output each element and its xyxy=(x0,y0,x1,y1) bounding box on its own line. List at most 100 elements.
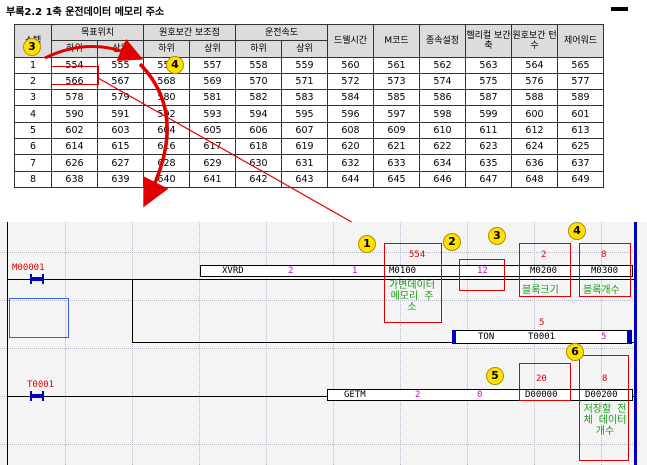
address-cell: 601 xyxy=(557,105,604,123)
address-cell: 574 xyxy=(419,72,466,91)
header-target-position: 목표위치 xyxy=(51,23,144,42)
xvrd-instruction-box[interactable] xyxy=(200,265,633,277)
badge-1: 1 xyxy=(358,235,376,253)
xvrd-addr-device: M0100 xyxy=(389,266,417,276)
address-cell: 629 xyxy=(189,154,236,172)
comment-variable-data-memory: 가변데이터 메모리 주소 xyxy=(389,280,435,313)
header-sub: 하위 xyxy=(235,40,282,58)
ton-right-marker xyxy=(627,330,631,344)
callout-box-1 xyxy=(384,243,442,323)
address-cell: 646 xyxy=(419,170,466,188)
arrow-step-size xyxy=(44,38,144,61)
address-cell: 641 xyxy=(189,170,236,188)
contact-m00001[interactable] xyxy=(30,274,44,284)
badge-5: 5 xyxy=(486,367,504,385)
right-power-rail xyxy=(634,222,637,465)
contact-m00001-label: M00001 xyxy=(12,263,45,273)
address-cell: 602 xyxy=(51,121,98,140)
contact-t0001[interactable] xyxy=(30,391,44,401)
address-cell: 608 xyxy=(327,121,374,140)
step-cell: 8 xyxy=(14,170,52,188)
address-cell: 595 xyxy=(281,105,328,123)
address-cell: 575 xyxy=(465,72,512,91)
comment-total-data-count: 저장할 전체 데이터 개수 xyxy=(583,404,627,437)
address-cell: 615 xyxy=(97,138,144,156)
address-cell: 627 xyxy=(97,154,144,172)
appendix-title: 부록2.2 1축 운전데이터 메모리 주소 xyxy=(6,7,165,18)
xvrd-param-2: 1 xyxy=(352,266,358,276)
address-cell: 644 xyxy=(327,170,374,188)
address-cell: 649 xyxy=(557,170,604,188)
address-cell: 621 xyxy=(373,138,420,156)
getm-instruction-box[interactable] xyxy=(327,389,633,401)
address-cell: 578 xyxy=(51,89,98,107)
memory-address-table: 스텝 목표위치 원호보간 보조점 운전속도 드웰시간 M코드 종속설정 헬리컬 … xyxy=(14,23,604,188)
address-cell: 583 xyxy=(281,89,328,107)
xvrd-addr-value: 554 xyxy=(409,250,426,260)
callout-box-5 xyxy=(519,363,571,401)
xvrd-param-1: 2 xyxy=(288,266,294,276)
xvrd-bs-value: 2 xyxy=(541,250,547,260)
address-cell: 630 xyxy=(235,154,282,172)
address-cell: 599 xyxy=(465,105,512,123)
header-speed: 운전속도 xyxy=(235,23,328,42)
getm-d-device: D00000 xyxy=(525,390,558,400)
badge-2: 2 xyxy=(443,233,461,251)
step-cell: 7 xyxy=(14,154,52,172)
ton-timer-device: T0001 xyxy=(528,332,556,342)
badge-4-table: 4 xyxy=(166,56,184,74)
address-cell: 554 xyxy=(51,56,98,74)
callout-box-2 xyxy=(459,259,505,291)
badge-3: 3 xyxy=(488,227,506,245)
selection-cursor[interactable] xyxy=(9,298,69,338)
table-viewport: 스텝 목표위치 원호보간 보조점 운전속도 드웰시간 M코드 종속설정 헬리컬 … xyxy=(0,0,647,202)
badge-3-table: 3 xyxy=(23,38,41,56)
address-cell: 626 xyxy=(51,154,98,172)
address-cell: 564 xyxy=(511,56,558,74)
callout-box-3 xyxy=(519,243,571,297)
xvrd-instruction: XVRD xyxy=(222,266,244,276)
address-cell: 558 xyxy=(235,56,282,74)
address-cell: 607 xyxy=(281,121,328,140)
address-cell: 582 xyxy=(235,89,282,107)
address-cell: 645 xyxy=(373,170,420,188)
highlight-554-box xyxy=(51,66,99,85)
step-cell: 5 xyxy=(14,121,52,140)
address-cell: 580 xyxy=(143,89,190,107)
ladder-editor[interactable]: M00001 XVRD 2 1 M0100 554 12 2 M0200 8 M… xyxy=(0,222,647,465)
xvrd-block-size: 12 xyxy=(477,266,488,276)
arrow-block-count xyxy=(138,62,169,208)
address-cell: 625 xyxy=(557,138,604,156)
address-cell: 647 xyxy=(465,170,512,188)
address-cell: 609 xyxy=(373,121,420,140)
contact-t0001-label: T0001 xyxy=(27,380,55,390)
comment-block-size: 블록크기 xyxy=(522,285,559,296)
badge-4: 4 xyxy=(568,222,586,240)
minimize-icon[interactable] xyxy=(611,7,628,11)
header-helical: 헬리컬 보간축 xyxy=(465,24,512,58)
getm-instruction: GETM xyxy=(344,390,366,400)
getm-n-value: 8 xyxy=(602,374,608,384)
address-cell: 576 xyxy=(511,72,558,91)
xvrd-bc-value: 8 xyxy=(601,250,607,260)
address-cell: 593 xyxy=(189,105,236,123)
header-arc-aux-point: 원호보간 보조점 xyxy=(143,23,236,42)
address-cell: 643 xyxy=(281,170,328,188)
header-mcode: M코드 xyxy=(373,24,420,58)
ton-instruction: TON xyxy=(478,332,495,342)
xvrd-bc-device: M0300 xyxy=(591,266,619,276)
header-dwell: 드웰시간 xyxy=(327,24,374,58)
getm-n-device: D00200 xyxy=(585,390,618,400)
address-cell: 566 xyxy=(51,72,98,91)
header-sub: 하위 xyxy=(143,40,190,58)
address-cell: 573 xyxy=(373,72,420,91)
address-cell: 590 xyxy=(51,105,98,123)
ton-preset: 5 xyxy=(601,332,607,342)
step-cell: 2 xyxy=(14,72,52,91)
